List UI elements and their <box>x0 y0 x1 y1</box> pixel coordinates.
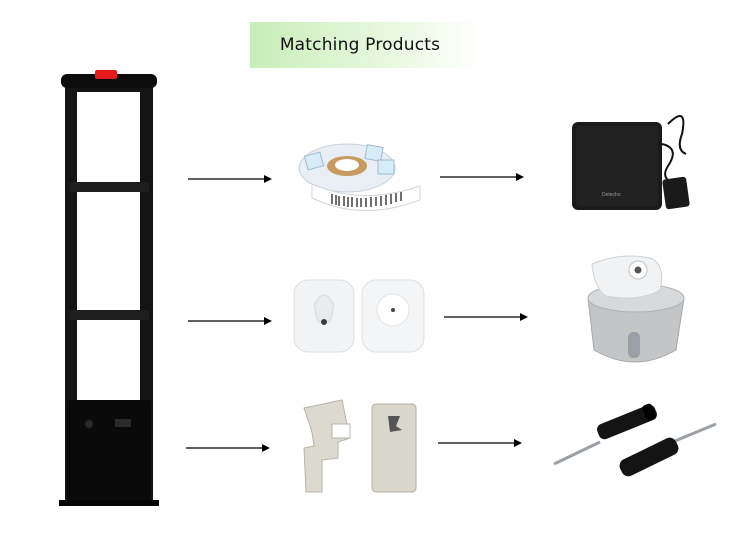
security-gate-image <box>55 70 165 510</box>
page-title: Matching Products <box>279 35 441 55</box>
label-deactivator-image: Detecho <box>568 104 698 216</box>
page-title-banner: Matching Products <box>250 22 482 68</box>
arrow-right-icon <box>440 172 524 182</box>
arrow-right-icon <box>186 443 270 453</box>
arrow-right-icon <box>438 438 522 448</box>
deactivator-brand-label: Detecho <box>602 192 621 198</box>
detacher-keys-image <box>548 396 720 490</box>
magnetic-detacher-image <box>580 250 690 372</box>
clip-tags-image <box>292 398 422 498</box>
hard-tags-image <box>292 276 432 356</box>
soft-label-roll-image <box>292 132 432 214</box>
arrow-right-icon <box>188 316 272 326</box>
arrow-right-icon <box>444 312 528 322</box>
arrow-right-icon <box>188 174 272 184</box>
